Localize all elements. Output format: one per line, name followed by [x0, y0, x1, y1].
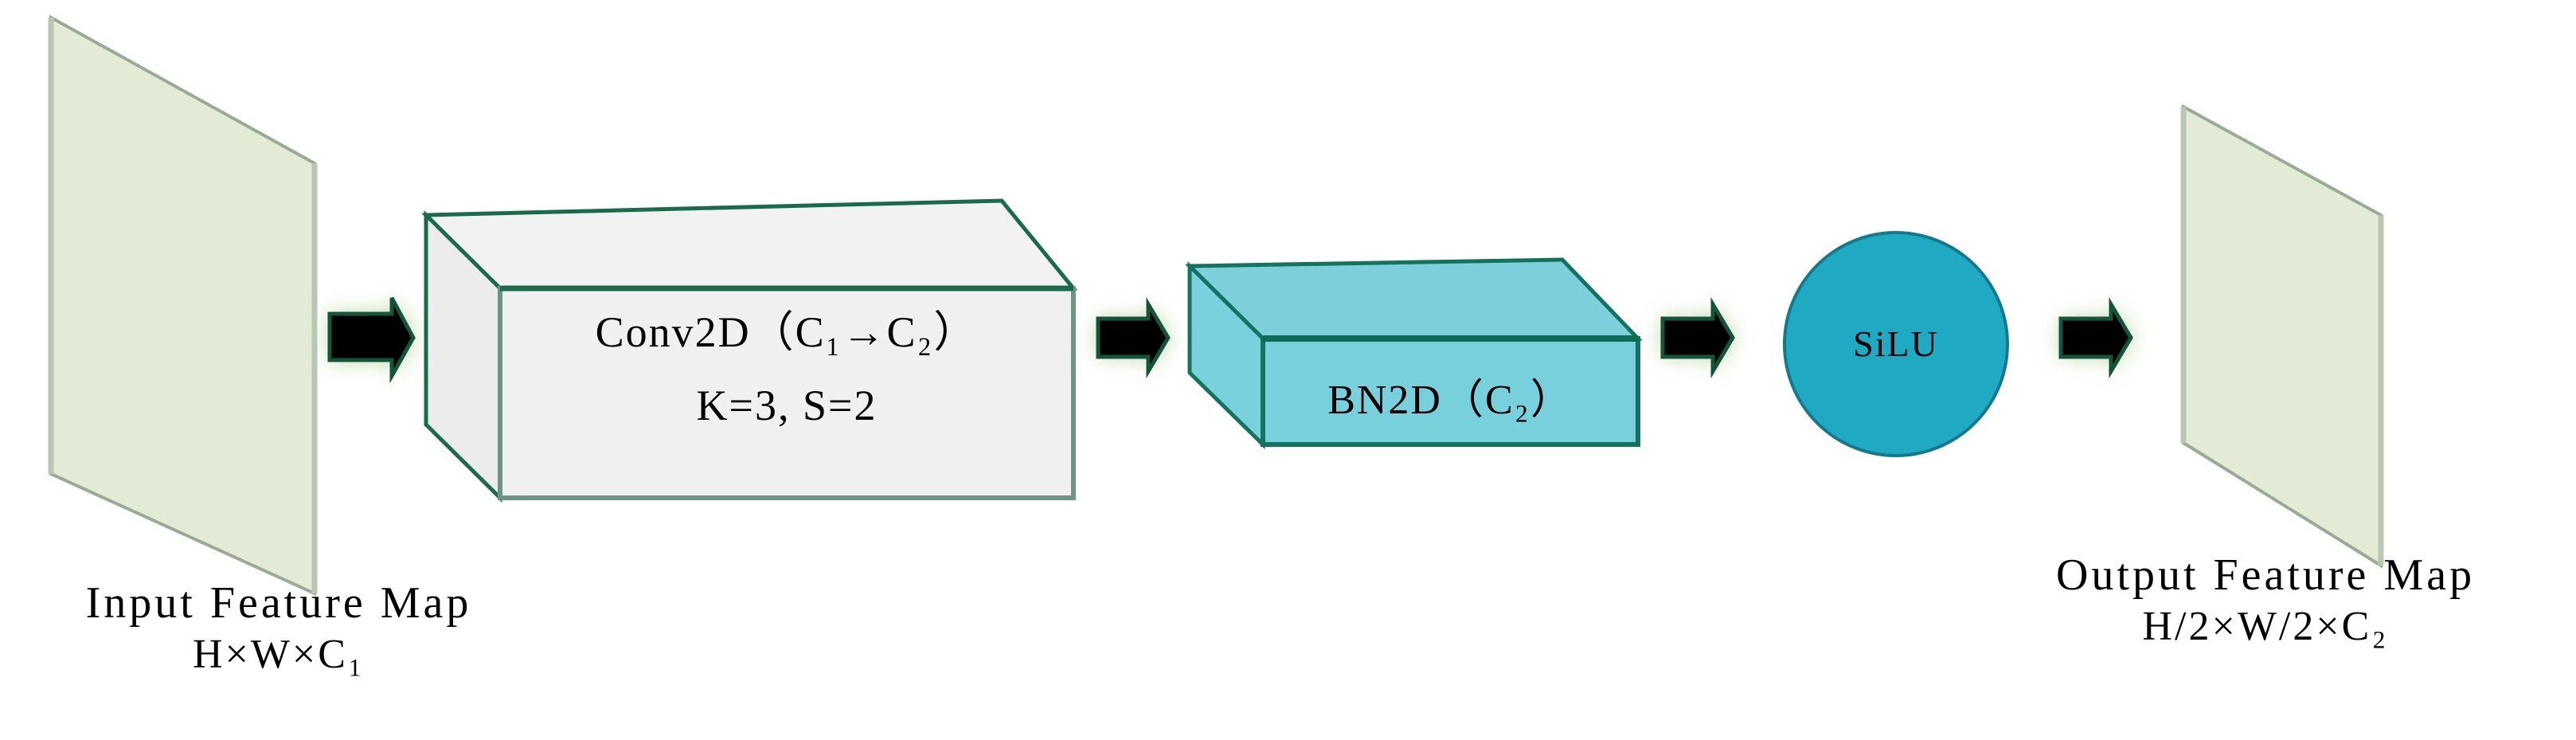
- input-feature-map-caption: Input Feature Map H×W×C₁: [0, 578, 557, 680]
- silu-label: SiLU: [1853, 323, 1939, 364]
- arrow-input-to-conv: [327, 296, 416, 384]
- bn2d-cuboid: [1185, 257, 1643, 449]
- arrow-bn-to-silu-body: [1660, 296, 1735, 379]
- bn2d-front-face: [1261, 336, 1640, 447]
- output-feature-map-caption: Output Feature Map H/2×W/2×C₂: [1955, 550, 2576, 652]
- input-feature-map-shape: [48, 14, 318, 597]
- input-feature-map-caption-line2: H×W×C₁: [192, 632, 365, 678]
- output-feature-map-shape: [2180, 104, 2384, 569]
- arrow-silu-to-output-body: [2058, 296, 2133, 379]
- input-feature-map-caption-line1: Input Feature Map: [85, 578, 472, 628]
- silu-circle-shape: [1783, 231, 2009, 457]
- silu-circle: [1783, 231, 2009, 457]
- bn2d-label: BN2D（C₂）: [1327, 378, 1573, 423]
- conv2d-label-line2: K=3, S=2: [696, 382, 878, 429]
- conv2d-cuboid: [421, 198, 1078, 503]
- conv2d-label-line1: Conv2D（C₁→C₂）: [595, 308, 979, 356]
- arrow-conv-to-bn-body: [1096, 296, 1171, 379]
- arrow-bn-to-silu: [1660, 296, 1735, 379]
- arrow-conv-to-bn: [1096, 296, 1171, 379]
- bn2d-top-face: [1185, 257, 1643, 341]
- conv2d-top-face: [421, 198, 1078, 291]
- output-feature-map-caption-line1: Output Feature Map: [2055, 550, 2476, 600]
- output-feature-map-caption-line2: H/2×W/2×C₂: [2142, 604, 2389, 650]
- conv2d-front-face: [498, 286, 1076, 500]
- input-feature-map-face: [49, 14, 316, 597]
- arrow-input-to-conv-body: [327, 296, 416, 384]
- output-feature-map-face: [2182, 104, 2383, 569]
- arrow-silu-to-output: [2058, 296, 2133, 379]
